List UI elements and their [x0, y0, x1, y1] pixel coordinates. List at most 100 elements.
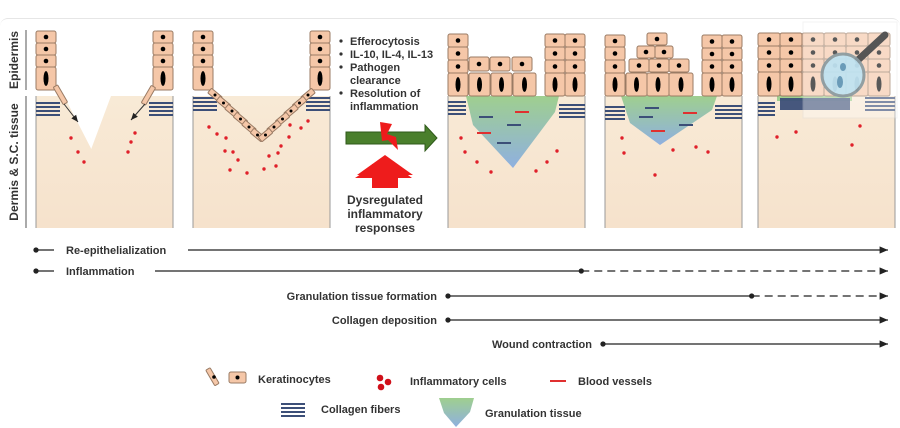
collagen-fiber — [758, 110, 775, 112]
inflammatory-cell — [215, 132, 219, 136]
collagen-fiber — [149, 110, 173, 112]
collagen-fiber — [193, 101, 217, 103]
inflammatory-cell — [236, 158, 240, 162]
dermis-label: Dermis & S.C. tissue — [7, 103, 21, 221]
collagen-fiber — [306, 109, 330, 111]
inflammatory-cell — [274, 164, 278, 168]
migrating-keratinocyte — [53, 84, 68, 105]
inflammatory-cell — [228, 168, 232, 172]
collagen-fiber — [605, 110, 625, 112]
inflammatory-cell — [459, 136, 463, 140]
inflammatory-cell — [287, 135, 291, 139]
timeline: Re-epithelializationInflammationGranulat… — [33, 245, 888, 351]
timeline-label: Inflammation — [66, 266, 135, 278]
layer-labels: Epidermis Dermis & S.C. tissue — [7, 30, 27, 228]
timeline-row: Collagen deposition — [332, 315, 888, 327]
panels — [35, 30, 896, 228]
inflammatory-cell — [306, 119, 310, 123]
legend-label-collagen-fibers: Collagen fibers — [321, 404, 400, 416]
collagen-fiber — [559, 104, 585, 106]
collagen-fiber — [605, 114, 625, 116]
collagen-fiber — [865, 105, 895, 107]
panel-migration — [192, 30, 331, 228]
bullet-dot — [339, 91, 343, 95]
inflammatory-cell — [299, 126, 303, 130]
annotation-bullet: IL-10, IL-4, IL-13 — [350, 49, 433, 61]
inflammatory-cell — [620, 136, 624, 140]
migrating-keratinocyte — [141, 85, 156, 106]
collagen-fiber — [559, 112, 585, 114]
granulation-tissue — [466, 96, 559, 168]
collagen-fiber — [715, 113, 742, 115]
migration-arrow — [130, 103, 146, 121]
lightning-icon — [380, 122, 398, 150]
collagen-fiber — [559, 108, 585, 110]
inflammatory-cell — [276, 151, 280, 155]
inflammatory-cell — [279, 144, 283, 148]
collagen-fiber — [149, 106, 173, 108]
inflammatory-cell — [133, 131, 137, 135]
collagen-fiber — [36, 102, 60, 104]
annotation-bullet: clearance — [350, 75, 401, 87]
inflammatory-cell — [622, 151, 626, 155]
collagen-fiber — [865, 101, 895, 103]
inflammatory-cells-icon — [376, 374, 392, 391]
collagen-fiber — [715, 117, 742, 119]
keratinocyte-icon — [205, 367, 247, 386]
dysregulated-line-1: Dysregulated — [347, 193, 423, 207]
epidermis-label: Epidermis — [7, 31, 21, 89]
timeline-row: Re-epithelialization — [33, 245, 888, 257]
legend-label-inflammatory-cells: Inflammatory cells — [410, 376, 507, 388]
annotation-bullet: inflammation — [350, 101, 419, 113]
panel-granulation-late — [604, 32, 743, 228]
migration-arrow — [63, 103, 79, 123]
collagen-fiber — [715, 109, 742, 111]
collagen-fiber — [605, 106, 625, 108]
inflammatory-cell — [267, 154, 271, 158]
inflammatory-cell — [76, 150, 80, 154]
legend-item-collagen-fibers: Collagen fibers — [281, 403, 400, 417]
inflammatory-cell — [489, 170, 493, 174]
panel-granulation-early — [447, 33, 586, 228]
dysregulated-line-2: inflammatory — [347, 207, 423, 221]
inflammatory-cell — [858, 124, 862, 128]
collagen-fiber — [193, 105, 217, 107]
timeline-row: Granulation tissue formation — [287, 291, 888, 303]
inflammatory-cell — [126, 150, 130, 154]
inflammatory-cell — [775, 135, 779, 139]
inflammatory-cell — [706, 150, 710, 154]
bullet-dot — [339, 65, 343, 69]
legend-label-granulation-tissue: Granulation tissue — [485, 408, 582, 420]
inflammatory-cell — [463, 150, 467, 154]
collagen-fiber — [715, 105, 742, 107]
inflammatory-cell — [534, 169, 538, 173]
collagen-fiber — [149, 102, 173, 104]
panel-open-wound — [35, 30, 174, 228]
legend-item-keratinocytes: Keratinocytes — [205, 367, 331, 386]
collagen-fiber — [36, 106, 60, 108]
inflammatory-cell — [850, 143, 854, 147]
collagen-fiber — [448, 109, 466, 111]
inflammatory-cell — [794, 130, 798, 134]
timeline-label: Wound contraction — [492, 339, 592, 351]
magnifier-icon[interactable] — [802, 21, 898, 119]
collagen-fiber — [306, 105, 330, 107]
collagen-fiber — [559, 116, 585, 118]
timeline-label: Collagen deposition — [332, 315, 437, 327]
legend-item-granulation-tissue: Granulation tissue — [439, 398, 582, 427]
figure-frame — [0, 18, 900, 428]
legend-item-inflammatory-cells: Inflammatory cells — [376, 374, 507, 391]
inflammatory-cell — [262, 167, 266, 171]
red-up-arrow — [355, 155, 413, 188]
inflammatory-cell — [475, 160, 479, 164]
bullet-dot — [339, 52, 343, 56]
collagen-fiber — [758, 102, 775, 104]
timeline-row: Wound contraction — [492, 339, 888, 351]
inflammatory-cell — [224, 136, 228, 140]
inflammatory-cell — [653, 173, 657, 177]
inflammatory-cell — [82, 160, 86, 164]
legend-label-keratinocytes: Keratinocytes — [258, 374, 331, 386]
inflammatory-cell — [223, 149, 227, 153]
